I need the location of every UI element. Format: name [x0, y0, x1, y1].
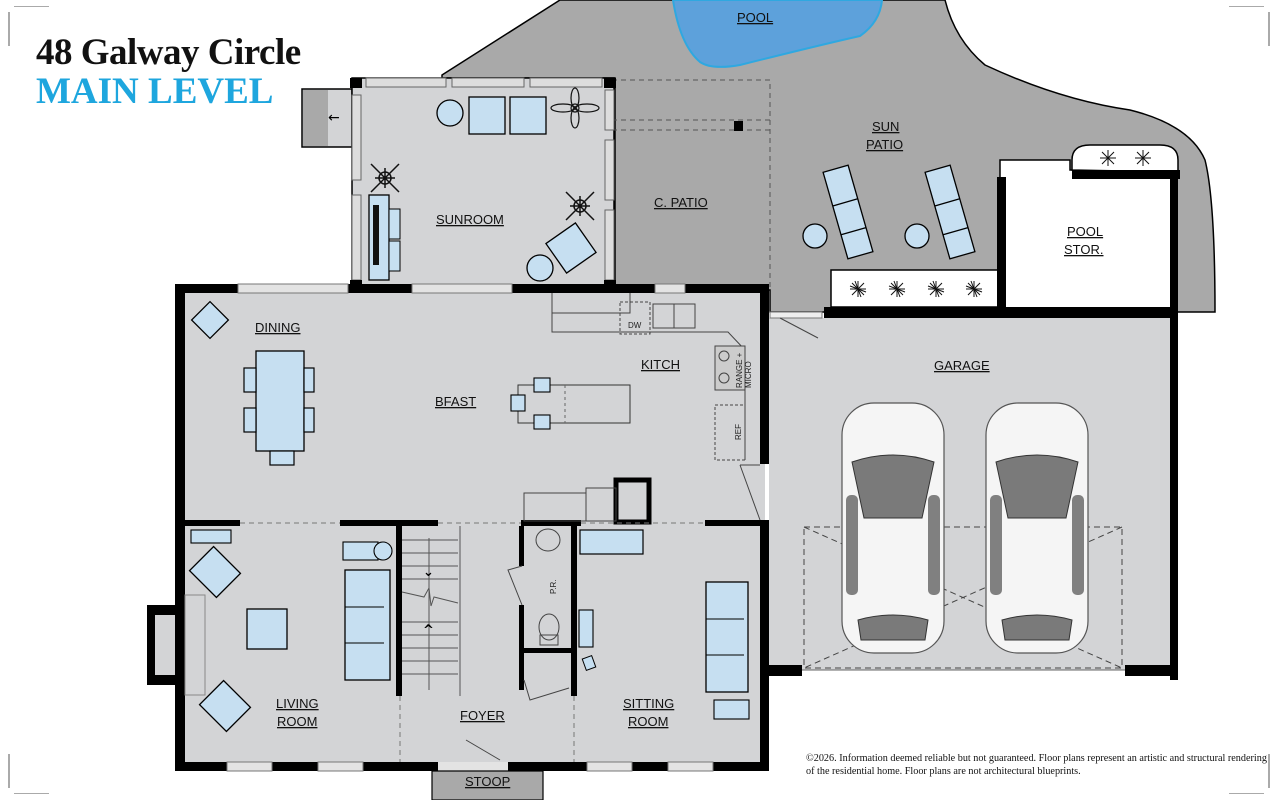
- crop-mark-top-right-v: [1268, 12, 1270, 46]
- crop-mark-top-left-v: [8, 12, 10, 46]
- lamp-icon: [373, 541, 393, 561]
- covered-patio-outline: [612, 79, 771, 290]
- living-side-table: [190, 529, 232, 544]
- range-label-2: MICRO: [744, 361, 753, 388]
- dining-buffet: [190, 300, 230, 340]
- room-label-pr: P.R.: [549, 579, 558, 594]
- title-block: 48 Galway Circle MAIN LEVEL: [36, 34, 301, 110]
- room-label-sunroom: SUNROOM: [436, 212, 504, 227]
- car-right: [985, 402, 1089, 654]
- hearth: [184, 594, 206, 696]
- outdoor-patio-area: [441, 0, 1216, 313]
- crop-mark-top-right-h: [1229, 6, 1264, 7]
- ceiling-fan-icon: [550, 87, 600, 129]
- staircase: [401, 526, 461, 696]
- living-armchair-2: [198, 679, 252, 733]
- crop-mark-top-left-h: [14, 6, 49, 7]
- plant-icon-sunroom-2: [565, 191, 595, 221]
- room-label-dining: DINING: [255, 320, 301, 335]
- front-door: [465, 739, 501, 761]
- sitting-sofa: [705, 581, 749, 693]
- sitting-console: [579, 529, 644, 555]
- planter-pool-stor: [1071, 144, 1179, 173]
- wall-pool-stor-right: [1170, 170, 1178, 680]
- closet-door: [523, 679, 570, 701]
- room-label-pool-stor-1: POOL: [1067, 224, 1103, 239]
- pool-shape: [671, 0, 884, 68]
- lounge-chair-left: [822, 164, 874, 260]
- tv-icon: [373, 205, 379, 265]
- room-label-c-patio: C. PATIO: [654, 195, 708, 210]
- crop-mark-bottom-right-v: [1268, 754, 1270, 788]
- side-table-left: [802, 223, 828, 249]
- range-label-1: RANGE +: [735, 352, 744, 388]
- sunroom-side-table: [526, 254, 554, 282]
- room-label-living-2: ROOM: [277, 714, 317, 729]
- dining-chairs: [243, 367, 315, 466]
- sitting-end-table: [713, 699, 750, 720]
- sunroom-chair-1: [468, 96, 506, 135]
- room-label-sun-patio-1: SUN: [872, 119, 899, 134]
- end-table: [342, 541, 379, 561]
- plant-icons: [849, 280, 983, 298]
- wall-pool-stor-top: [1072, 170, 1180, 179]
- dishwasher-label: DW: [628, 321, 642, 330]
- sunroom-armchair: [545, 222, 597, 274]
- sitting-stool: [581, 655, 597, 671]
- ref-label: REF: [734, 424, 743, 440]
- house-windows: [226, 283, 714, 772]
- sunroom-chair-2: [509, 96, 547, 135]
- sunroom-steps-shade: [303, 90, 328, 146]
- garage-top-wall: [824, 307, 1174, 318]
- stoop: [431, 770, 544, 800]
- openings: [240, 522, 705, 762]
- toilet-icon: [538, 613, 560, 641]
- garage-door-to-patio: [779, 317, 819, 339]
- crop-mark-bottom-left-h: [14, 793, 49, 794]
- crop-mark-bottom-right-h: [1229, 793, 1264, 794]
- garage-floor: [769, 318, 1170, 670]
- room-label-stoop: STOOP: [465, 774, 510, 789]
- kitchen-counters: [551, 293, 746, 461]
- post: [734, 121, 743, 131]
- plant-icons-stor: [1100, 150, 1151, 166]
- living-armchair-1: [188, 545, 242, 599]
- stairs-down-arrow-icon: ⌄: [423, 565, 434, 580]
- house-to-garage-door: [739, 464, 761, 521]
- sitting-bench: [578, 609, 594, 648]
- garage-door-overhead: [803, 526, 1123, 669]
- plant-icon-sunroom-1: [370, 163, 400, 193]
- dining-table: [255, 350, 305, 452]
- exit-arrow-icon: ←: [328, 110, 340, 126]
- sunroom-table: [436, 99, 464, 127]
- room-label-pool: POOL: [737, 10, 773, 25]
- coffee-table: [246, 608, 288, 650]
- room-label-sitting-2: ROOM: [628, 714, 668, 729]
- island-stools: [510, 377, 551, 430]
- pr-door: [507, 565, 523, 606]
- crop-mark-bottom-left-v: [8, 754, 10, 788]
- property-address: 48 Galway Circle: [36, 32, 301, 73]
- stairs-up-arrow-icon: ^: [423, 623, 434, 638]
- disclaimer-text: ©2026. Information deemed reliable but n…: [806, 753, 1267, 777]
- living-sofa: [344, 569, 391, 681]
- room-label-garage: GARAGE: [934, 358, 990, 373]
- side-table-right: [904, 223, 930, 249]
- sink-icon: [535, 528, 561, 552]
- car-left: [841, 402, 945, 654]
- room-label-sitting-1: SITTING: [623, 696, 674, 711]
- lounge-chair-right: [924, 164, 976, 260]
- sunroom-windows: [351, 77, 615, 281]
- room-label-living-1: LIVING: [276, 696, 319, 711]
- room-label-sun-patio-2: PATIO: [866, 137, 903, 152]
- room-label-kitch: KITCH: [641, 357, 680, 372]
- level-title: MAIN LEVEL: [36, 71, 274, 112]
- room-label-pool-stor-2: STOR.: [1064, 242, 1104, 257]
- room-label-bfast: BFAST: [435, 394, 476, 409]
- room-label-foyer: FOYER: [460, 708, 505, 723]
- wall-pool-stor-left: [997, 177, 1006, 312]
